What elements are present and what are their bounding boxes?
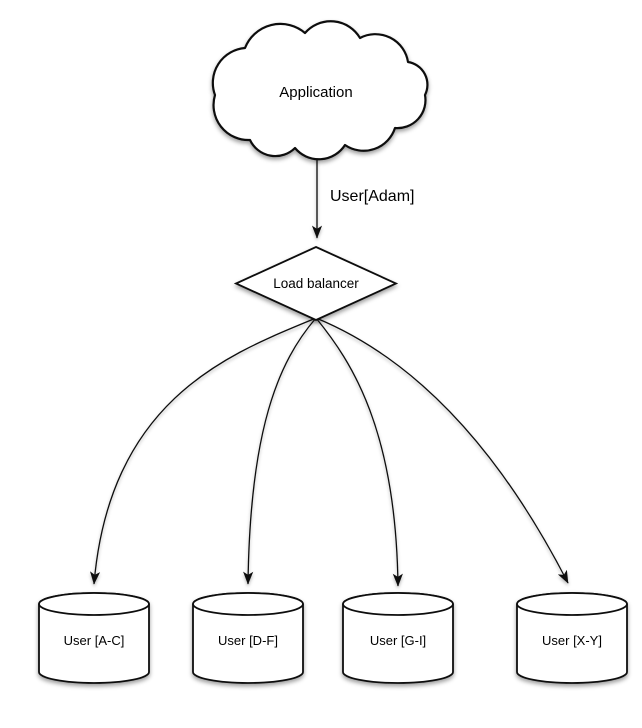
shard-label-a-c: User [A-C] (64, 633, 125, 648)
shard-node-g-i: User [G-I] (342, 592, 454, 684)
edge-load-balancer-to-shard-x-y (315, 317, 569, 584)
cloud-shape (211, 20, 429, 161)
shard-label-x-y: User [X-Y] (542, 633, 602, 648)
load-balancer-label: Load balancer (273, 276, 359, 291)
application-node: Application (211, 20, 429, 161)
cylinder-top-ellipse (38, 592, 150, 616)
edge-load-balancer-to-shard-d-f (243, 317, 317, 585)
edge-label-user-adam: User[Adam] (330, 188, 414, 205)
edge-load-balancer-to-shard-a-c (89, 317, 317, 585)
edges-group (89, 152, 569, 587)
shard-label-d-f: User [D-F] (218, 633, 278, 648)
load-balancer-node: Load balancer (233, 246, 399, 321)
edge-load-balancer-to-shard-g-i (315, 317, 403, 587)
diamond-shape (233, 246, 399, 321)
shard-node-a-c: User [A-C] (38, 592, 150, 684)
shard-node-d-f: User [D-F] (192, 592, 304, 684)
cylinder-top-ellipse (342, 592, 454, 616)
cylinder-top-ellipse (192, 592, 304, 616)
shard-node-x-y: User [X-Y] (516, 592, 628, 684)
cylinder-top-ellipse (516, 592, 628, 616)
shard-label-g-i: User [G-I] (370, 633, 426, 648)
application-label: Application (279, 84, 352, 101)
